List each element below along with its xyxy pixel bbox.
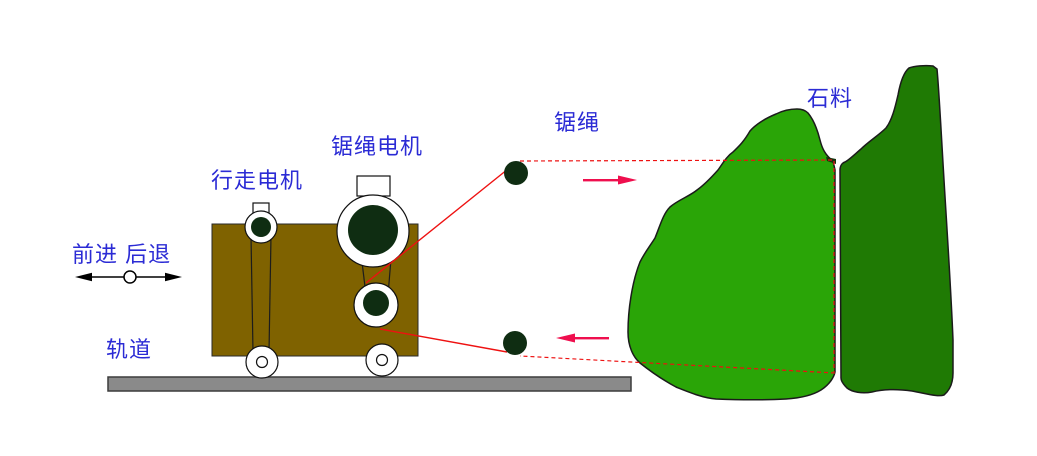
rope-dashed-top [519,159,834,162]
drive-pulley [363,290,389,316]
belt-left [250,235,272,353]
direction-arrowhead-left [75,272,92,282]
label-stone: 石料 [807,86,854,111]
stone-right [839,64,954,397]
label-direction: 前进 后退 [72,242,172,267]
rope-dashed-bottom [519,355,836,374]
label-track: 轨道 [106,337,153,362]
guide-pulley-bottom [503,331,527,355]
travel-motor-pulley [251,217,271,237]
rope-lower-solid [379,328,508,353]
rope-direction-left-icon [556,333,609,343]
rope-direction-right-icon [583,175,637,185]
label-saw-motor: 锯绳电机 [331,134,424,159]
label-saw-rope: 锯绳 [554,110,601,135]
stone-left [627,108,836,401]
rope-upper-solid [365,168,509,284]
track-rect [107,376,632,392]
saw-motor-housing [356,175,391,197]
label-travel-motor: 行走电机 [211,168,304,193]
wheel-right [365,343,399,377]
saw-rope-lines [365,159,836,374]
guide-pulley-top [504,161,528,185]
wheel-left [245,345,279,379]
saw-motor-pulley [348,205,398,255]
direction-knob [123,270,137,284]
direction-arrowhead-right [165,272,182,282]
